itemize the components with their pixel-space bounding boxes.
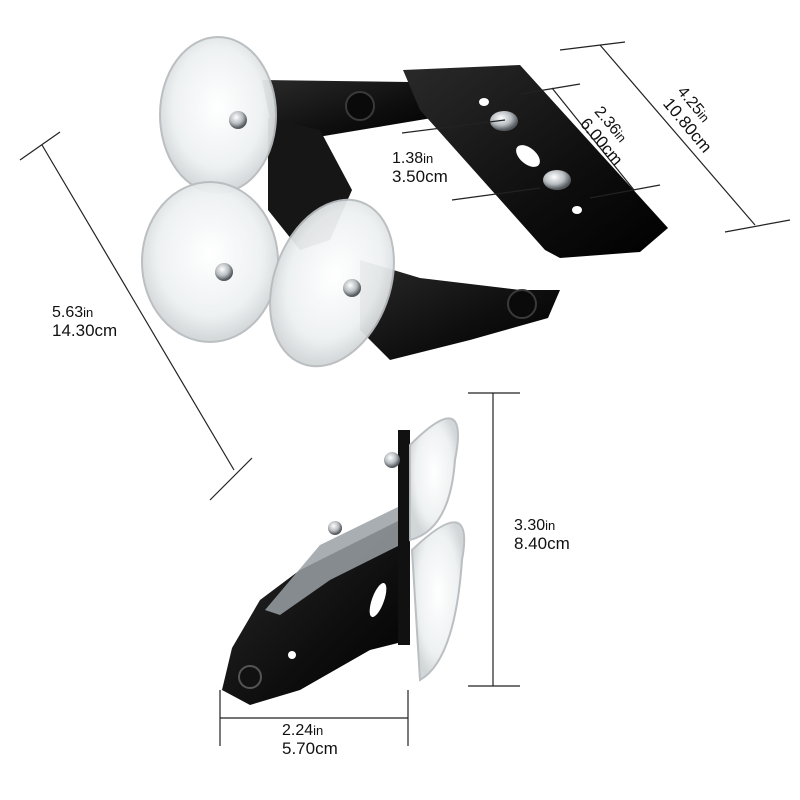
- lower-arm: [360, 260, 560, 360]
- suction-cup: [269, 198, 395, 368]
- plate-hole: [479, 98, 489, 106]
- dim-tick: [589, 184, 661, 199]
- side-bolt: [328, 521, 342, 535]
- suction-cups-main: [141, 36, 395, 368]
- main-bracket: [262, 65, 668, 360]
- inch-value: 5.63: [52, 304, 84, 321]
- dim-label-side-height: 3.30in 8.40cm: [514, 517, 570, 553]
- dim-tick: [451, 187, 541, 201]
- dim-tick: [209, 457, 253, 501]
- plate-hole: [572, 206, 582, 214]
- dim-line-hole-span: [551, 87, 635, 191]
- cup-knob: [229, 111, 247, 129]
- dim-tick: [559, 41, 626, 51]
- cup-knob: [215, 263, 233, 281]
- suction-cup: [141, 181, 279, 343]
- cup-knob: [384, 452, 400, 468]
- suction-cup: [159, 36, 277, 194]
- cm-value: 8.40cm: [514, 533, 570, 553]
- inch-value: 3.30: [514, 517, 546, 534]
- cm-value: 5.70cm: [282, 738, 338, 758]
- bolt-head: [543, 170, 571, 190]
- side-hole: [288, 651, 296, 659]
- dim-label-overall-length: 5.63in 14.30cm: [52, 304, 118, 340]
- dimension-lines: [19, 41, 791, 746]
- dim-line-overall-length: [41, 144, 235, 471]
- inch-unit: in: [313, 723, 324, 738]
- inch-unit: in: [545, 518, 556, 533]
- side-slot: [369, 582, 387, 618]
- inch-value: 1.38: [392, 150, 424, 167]
- side-plate: [265, 505, 410, 615]
- pivot-nut: [238, 665, 262, 689]
- suction-cup-side: [409, 417, 459, 542]
- dim-line-bracket-width: [599, 44, 756, 226]
- dim-tick: [401, 119, 506, 134]
- inch-unit: in: [423, 151, 434, 166]
- side-bracket: [222, 417, 466, 705]
- dim-tick: [519, 83, 581, 95]
- pivot-knob: [507, 289, 537, 319]
- inch-value: 2.24: [282, 722, 314, 739]
- cup-knob: [343, 279, 361, 297]
- dim-label-side-depth: 2.24in 5.70cm: [282, 722, 338, 758]
- dim-tick: [19, 131, 61, 161]
- bolt-head: [490, 111, 518, 131]
- inch-unit: in: [83, 305, 94, 320]
- dim-label-hole-gap: 1.38in 3.50cm: [392, 150, 448, 186]
- cm-value: 3.50cm: [392, 166, 448, 186]
- side-arm: [222, 520, 410, 705]
- cm-value: 14.30cm: [52, 320, 118, 340]
- dim-tick: [724, 219, 791, 233]
- pivot-knob: [345, 91, 375, 121]
- suction-cup-side: [410, 521, 466, 682]
- vertical-plate: [398, 430, 410, 645]
- plate-hole: [516, 145, 540, 167]
